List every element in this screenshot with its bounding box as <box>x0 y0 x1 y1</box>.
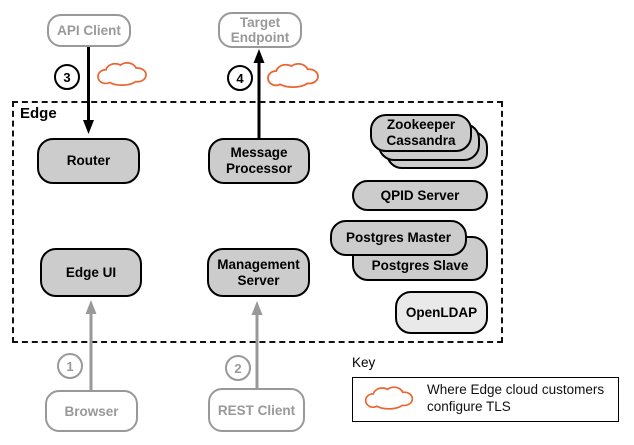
step-2-badge: 2 <box>225 355 251 381</box>
target-endpoint-label: Target Endpoint <box>230 15 290 45</box>
step-1-badge: 1 <box>57 353 83 379</box>
router-box: Router <box>37 138 140 184</box>
key-title: Key <box>352 355 376 370</box>
rest-client-box: REST Client <box>208 388 305 432</box>
step-1-number: 1 <box>66 358 74 374</box>
router-label: Router <box>66 153 111 168</box>
api-client-label: API Client <box>57 23 121 38</box>
step-2-number: 2 <box>234 360 242 376</box>
edge-ui-box: Edge UI <box>40 248 142 297</box>
step-3-badge: 3 <box>54 64 80 90</box>
tls-cloud-icon <box>364 386 414 410</box>
management-server-label: Management Server <box>217 256 300 288</box>
api-client-box: API Client <box>47 14 131 47</box>
browser-label: Browser <box>64 403 119 419</box>
openldap-label: OpenLDAP <box>405 304 478 320</box>
zookeeper-cassandra-box: Zookeeper Cassandra <box>370 114 472 152</box>
management-server-box: Management Server <box>207 248 310 297</box>
edge-region-label: Edge <box>20 105 57 122</box>
qpid-server-label: QPID Server <box>380 187 460 203</box>
tls-cloud-icon <box>97 62 147 86</box>
postgres-slave-label: Postgres Slave <box>371 258 469 273</box>
message-processor-box: Message Processor <box>208 138 310 184</box>
zookeeper-label: Zookeeper <box>386 117 456 132</box>
qpid-server-box: QPID Server <box>352 180 488 211</box>
cassandra-label: Cassandra <box>386 133 456 148</box>
step-3-number: 3 <box>63 69 71 85</box>
rest-client-label: REST Client <box>217 402 296 418</box>
step-4-badge: 4 <box>227 65 253 91</box>
postgres-master-box: Postgres Master <box>330 220 467 256</box>
key-entry-line1: Where Edge cloud customers <box>427 382 605 397</box>
target-endpoint-box: Target Endpoint <box>218 12 302 48</box>
step-4-number: 4 <box>236 70 244 86</box>
openldap-box: OpenLDAP <box>395 291 488 334</box>
key-entry-text: Where Edge cloud customers configure TLS <box>427 382 604 415</box>
browser-box: Browser <box>45 390 138 432</box>
key-entry-line2: configure TLS <box>427 398 511 414</box>
message-processor-label: Message Processor <box>225 145 293 176</box>
tls-cloud-icon <box>267 63 319 88</box>
edge-ui-label: Edge UI <box>65 264 117 280</box>
postgres-master-label: Postgres Master <box>345 230 452 245</box>
key-legend-box: Where Edge cloud customers configure TLS <box>352 377 619 422</box>
